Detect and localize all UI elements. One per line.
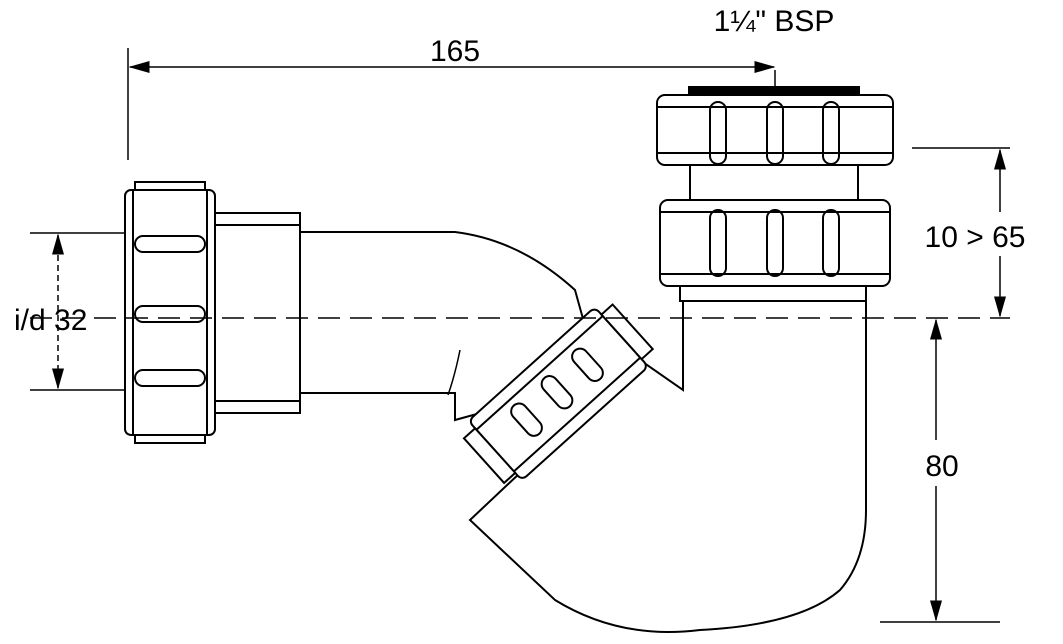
grip-slot	[766, 209, 784, 277]
inlet-collar	[214, 212, 301, 414]
dimension-depth: 80	[880, 318, 1000, 623]
lower-nut	[659, 199, 891, 287]
dimension-inner-diameter: i/d 32	[14, 232, 125, 391]
grip-slot	[709, 101, 727, 165]
grip-slot	[766, 101, 784, 165]
grip-slot	[134, 369, 206, 387]
top-cap	[688, 86, 860, 95]
depth-label: 80	[925, 450, 958, 483]
grip-slot	[822, 101, 840, 165]
height-adjust-label: 10 > 65	[925, 221, 1026, 254]
dimension-height-adjust: 10 > 65	[900, 147, 1050, 318]
trap-bend	[468, 299, 867, 633]
grip-slot	[540, 375, 574, 410]
grip-slot	[510, 402, 543, 437]
top-nut	[656, 94, 894, 166]
left-nut	[124, 181, 216, 444]
grip-slot	[822, 209, 840, 277]
collar	[679, 284, 867, 302]
upper-assembly	[656, 86, 894, 302]
grip-slot	[571, 347, 604, 382]
inner-diameter-label: i/d 32	[14, 304, 87, 337]
dimension-width: 165	[127, 35, 776, 160]
riser-tube	[689, 164, 859, 203]
grip-slot	[709, 209, 727, 277]
thread-label: 1¼" BSP	[714, 5, 835, 38]
width-label: 165	[430, 35, 480, 68]
grip-slot	[134, 305, 206, 323]
grip-slot	[134, 235, 206, 253]
angled-nut	[462, 303, 655, 485]
trap-body	[214, 212, 867, 633]
